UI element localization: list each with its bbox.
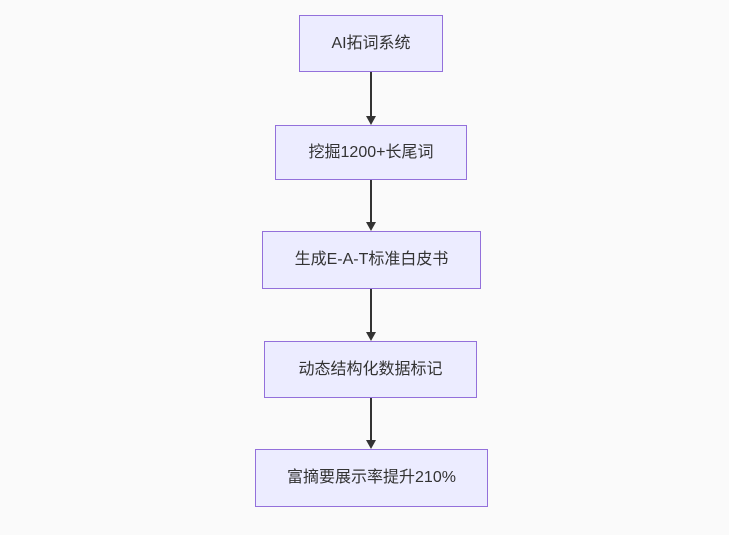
edge-line [370, 398, 372, 441]
flowchart-node-eat-whitepaper: 生成E-A-T标准白皮书 [262, 231, 481, 289]
arrowhead-down-icon [366, 440, 376, 449]
edge-line [370, 289, 372, 333]
flowchart-node-structured-data-markup: 动态结构化数据标记 [264, 341, 477, 398]
flowchart-node-rich-snippet-rate: 富摘要展示率提升210% [255, 449, 488, 507]
flowchart-node-longtail-keywords: 挖掘1200+长尾词 [275, 125, 467, 180]
edge-line [370, 180, 372, 223]
edge-line [370, 72, 372, 117]
arrowhead-down-icon [366, 332, 376, 341]
arrowhead-down-icon [366, 116, 376, 125]
arrowhead-down-icon [366, 222, 376, 231]
flowchart-node-ai-keyword-system: AI拓词系统 [299, 15, 443, 72]
